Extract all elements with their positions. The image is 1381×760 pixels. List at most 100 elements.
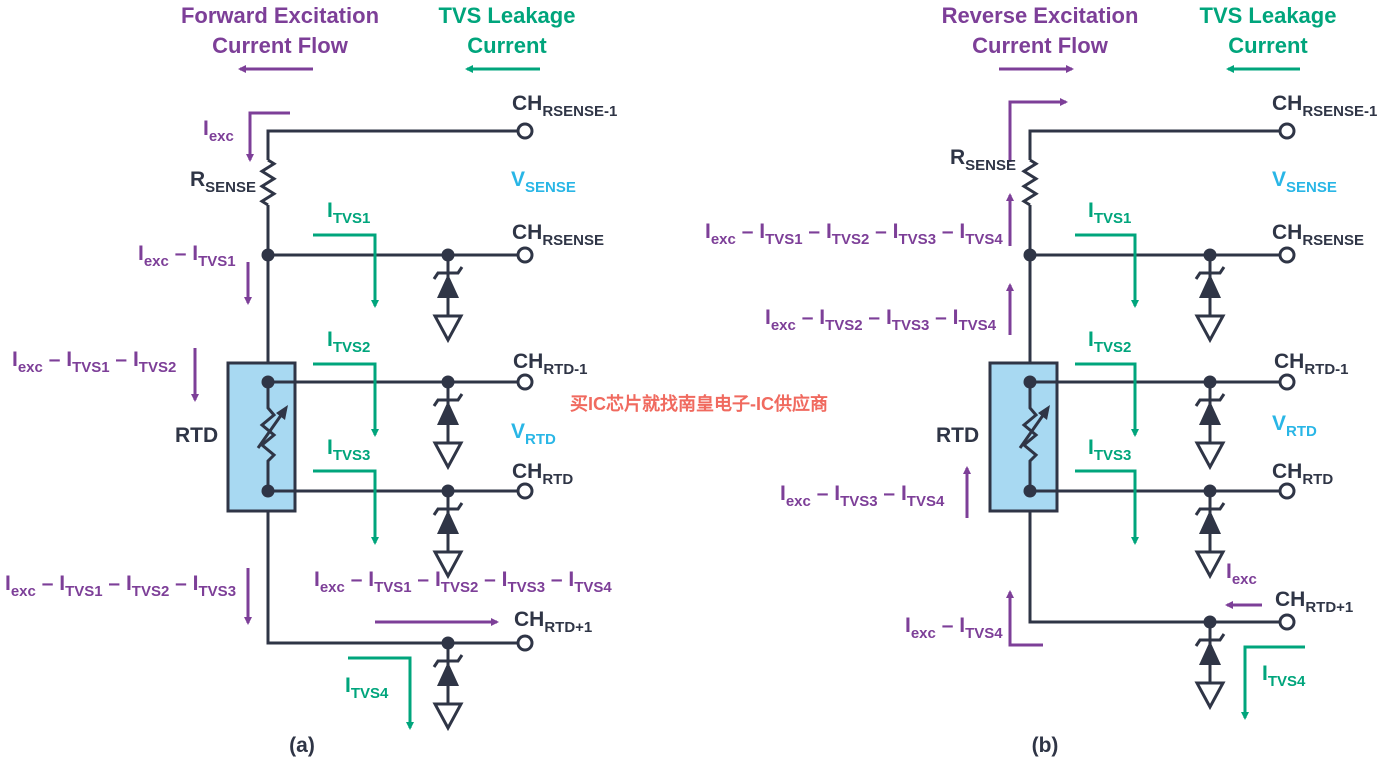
label-iexc-minus-tvs234-b: Iexc​ – ITVS2​ – ITVS3​ – ITVS4​ <box>765 306 997 334</box>
ground-icon <box>432 441 464 471</box>
junction-dot <box>1203 248 1217 262</box>
terminal-circle <box>1278 373 1296 391</box>
itvs3-arrow-a <box>313 469 379 545</box>
terminal-circle <box>1278 613 1296 631</box>
rtd-variable-arrow <box>256 410 286 449</box>
tvs-zener-bar <box>1194 633 1226 647</box>
terminal-circle <box>516 122 534 140</box>
label-ch-rsense-1-b: CHRSENSE-1​ <box>1272 92 1377 120</box>
rsense-resistor-icon <box>259 158 277 207</box>
title-tvs-leakage-line2-b: Current <box>1228 33 1308 58</box>
label-ch-rtd-b: CHRTD​ <box>1272 460 1333 488</box>
junction-dot <box>441 375 455 389</box>
iexc-arrow-a <box>246 111 290 162</box>
label-ch-rsense-1-a: CHRSENSE-1​ <box>512 92 617 120</box>
junction-dot <box>1023 484 1037 498</box>
iexc-tvs4-arrow-b <box>1006 590 1043 647</box>
wire <box>1028 129 1287 160</box>
label-i-tvs3-a: ITVS3​ <box>327 436 370 464</box>
junction-dot <box>441 484 455 498</box>
tvs-zener-bar <box>432 266 464 280</box>
junction-dot <box>1203 484 1217 498</box>
tvs-diode-icon <box>437 510 459 534</box>
label-iexc-minus-tvs1-a: Iexc​ – ITVS1​ <box>138 242 236 270</box>
tvs-zener-bar <box>432 654 464 668</box>
tvs-zener-bar <box>1194 266 1226 280</box>
title-forward-excitation-line2: Current Flow <box>212 33 349 58</box>
itvs4-arrow-a <box>348 656 414 730</box>
ground-icon <box>432 314 464 344</box>
junction-dot <box>1023 375 1037 389</box>
caption-a: (a) <box>289 734 315 757</box>
itvs3-arrow-b <box>1075 469 1139 545</box>
title-reverse-excitation-line2: Current Flow <box>972 33 1109 58</box>
tvs-zener-bar <box>1194 393 1226 407</box>
label-ch-rsense-a: CHRSENSE​ <box>512 221 604 249</box>
junction-dot <box>1023 248 1037 262</box>
label-iexc-minus-tvs34-b: Iexc​ – ITVS3​ – ITVS4​ <box>780 482 945 510</box>
ground-icon <box>1194 681 1226 711</box>
junction-dot <box>1203 615 1217 629</box>
label-v-sense-b: VSENSE​ <box>1272 168 1337 196</box>
label-r-sense-a: RSENSE​ <box>190 168 256 196</box>
label-ch-rsense-b: CHRSENSE​ <box>1272 221 1364 249</box>
junction-dot <box>441 636 455 650</box>
ground-icon <box>1194 314 1226 344</box>
terminal-circle <box>1278 482 1296 500</box>
label-rtd-b: RTD <box>936 424 979 447</box>
wire <box>266 129 525 160</box>
label-v-sense-a: VSENSE​ <box>511 168 576 196</box>
label-iexc-minus-tvs4-b: Iexc​ – ITVS4​ <box>905 614 1003 642</box>
rsense-resistor-icon <box>1021 158 1039 207</box>
label-v-rtd-b: VRTD​ <box>1272 412 1317 440</box>
label-i-tvs2-b: ITVS2​ <box>1088 328 1131 356</box>
itvs1-arrow-a <box>313 233 379 308</box>
rtd-resistor-icon <box>259 383 277 491</box>
itvs2-arrow-b <box>1075 362 1139 437</box>
label-iexc-minus-tvs123-a: Iexc​ – ITVS1​ – ITVS2​ – ITVS3​ <box>5 572 236 600</box>
tvs-diode-icon <box>1199 401 1221 425</box>
ground-icon <box>432 550 464 580</box>
tvs-diode-icon <box>437 401 459 425</box>
rtd-variable-arrowhead <box>276 405 288 420</box>
label-i-exc-a: Iexc​ <box>203 117 234 145</box>
junction-dot <box>261 484 275 498</box>
title-forward-excitation-line1: Forward Excitation <box>181 3 379 28</box>
tvs-diode-icon <box>1199 641 1221 665</box>
ground-icon <box>1194 550 1226 580</box>
terminal-circle <box>516 246 534 264</box>
rtd-variable-arrowhead <box>1038 405 1050 420</box>
label-iexc-minus-tvs1234-a: Iexc​ – ITVS1​ – ITVS2​ – ITVS3​ – ITVS4… <box>314 568 612 596</box>
label-r-sense-b: RSENSE​ <box>950 146 1016 174</box>
label-ch-rtd-plus1-a: CHRTD+1​ <box>514 608 592 636</box>
wire <box>1028 205 1287 624</box>
junction-dot <box>441 248 455 262</box>
itvs4-arrow-b <box>1241 645 1305 720</box>
terminal-circle <box>1278 246 1296 264</box>
label-v-rtd-a: VRTD​ <box>511 420 556 448</box>
caption-b: (b) <box>1032 734 1059 757</box>
tvs-diode-icon <box>1199 510 1221 534</box>
terminal-circle <box>516 634 534 652</box>
label-ch-rtd-1-a: CHRTD-1​ <box>513 350 588 378</box>
tvs-zener-bar <box>1194 502 1226 516</box>
junction-dot <box>261 248 275 262</box>
label-ch-rtd-a: CHRTD​ <box>512 460 573 488</box>
ground-icon <box>1194 441 1226 471</box>
rtd-resistor-icon <box>1021 383 1039 491</box>
label-i-tvs1-b: ITVS1​ <box>1088 199 1131 227</box>
itvs1-arrow-b <box>1075 233 1139 308</box>
itvs2-arrow-a <box>313 362 379 437</box>
tvs-zener-bar <box>432 502 464 516</box>
junction-dot <box>261 375 275 389</box>
title-tvs-leakage-line2-a: Current <box>467 33 547 58</box>
terminal-circle <box>516 373 534 391</box>
junction-dot <box>1203 375 1217 389</box>
label-i-exc-b: Iexc​ <box>1226 560 1257 588</box>
label-ch-rtd-1-b: CHRTD-1​ <box>1274 350 1349 378</box>
title-tvs-leakage-line1-a: TVS Leakage <box>439 3 576 28</box>
label-i-tvs4-a: ITVS4​ <box>345 674 389 702</box>
label-ch-rtd-plus1-b: CHRTD+1​ <box>1275 588 1353 616</box>
title-tvs-leakage-line1-b: TVS Leakage <box>1200 3 1337 28</box>
